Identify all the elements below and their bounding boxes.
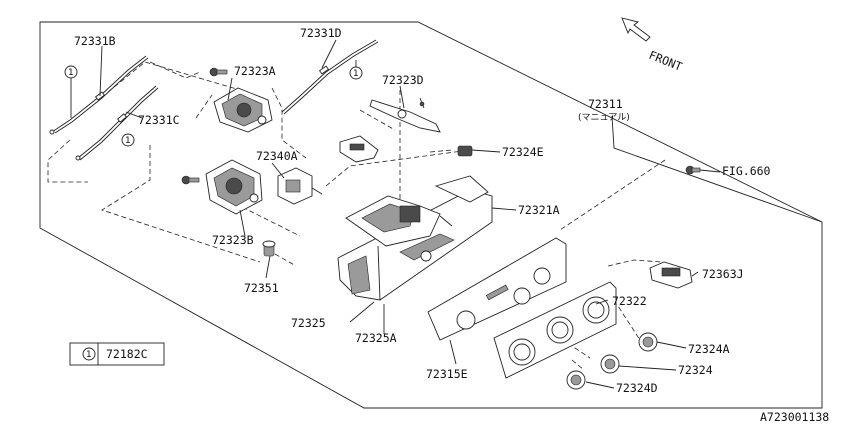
part-label-72340A: 72340A <box>256 149 298 163</box>
svg-text:72182C: 72182C <box>106 347 148 361</box>
actuator-72340A <box>277 167 323 205</box>
part-label-72311: 72311 <box>588 97 623 111</box>
part-label-72324E: 72324E <box>502 145 544 159</box>
front-label: FRONT <box>647 48 684 74</box>
knob-72324 <box>600 354 620 374</box>
screw-fig660 <box>685 165 701 175</box>
assembly-boundary <box>39 21 823 409</box>
part-label-72325A: 72325A <box>355 331 397 345</box>
cable-72331C <box>75 85 159 161</box>
connector-piece <box>339 135 379 163</box>
part-label-72322: 72322 <box>612 294 647 308</box>
leader-lines <box>99 39 823 389</box>
front-arrow-icon <box>621 17 651 42</box>
part-label-72324: 72324 <box>678 363 713 377</box>
part-label-72363J: 72363J <box>702 267 744 281</box>
part-label-72331C: 72331C <box>138 113 180 127</box>
bezel-72315E <box>427 237 567 341</box>
knob-72324A <box>638 332 658 352</box>
part-label-72323B: 72323B <box>212 233 254 247</box>
part-label-72311-note: (マニュアル) <box>578 113 630 123</box>
fig-reference: FIG.660 <box>722 164 771 178</box>
callout-1-b: 1 <box>121 133 135 147</box>
legend-box: 1 72182C <box>69 342 165 366</box>
cable-72331B <box>49 55 149 135</box>
lever-72323D <box>369 97 441 133</box>
part-label-72324A: 72324A <box>688 342 730 356</box>
actuator-72323B <box>205 159 263 215</box>
callout-1-c: 1 <box>349 60 363 80</box>
screw-72323A <box>209 67 228 77</box>
grommet-72351 <box>262 240 276 257</box>
part-label-72323D: 72323D <box>382 73 424 87</box>
actuator-72323A <box>213 87 273 133</box>
cable-72331D <box>281 39 379 115</box>
knob-72324D <box>566 370 586 390</box>
part-label-72325: 72325 <box>291 316 326 330</box>
control-body-72321A <box>337 175 493 301</box>
screw-72323B <box>181 175 200 185</box>
panel-72322 <box>493 281 617 379</box>
svg-text:1: 1 <box>86 350 92 360</box>
part-label-72351: 72351 <box>244 281 279 295</box>
part-label-72324D: 72324D <box>616 381 658 395</box>
diagram-id: A723001138 <box>760 410 829 424</box>
part-label-72321A: 72321A <box>518 203 560 217</box>
connector-72363J <box>649 261 693 289</box>
callout-1-a: 1 <box>64 65 78 118</box>
knob-72324E <box>457 145 473 157</box>
svg-text:1: 1 <box>353 69 359 79</box>
svg-text:1: 1 <box>125 136 131 146</box>
part-label-72323A: 72323A <box>234 64 276 78</box>
part-label-72331D: 72331D <box>300 26 342 40</box>
part-label-72315E: 72315E <box>426 367 468 381</box>
svg-text:1: 1 <box>68 68 74 78</box>
part-label-72331B: 72331B <box>74 34 116 48</box>
